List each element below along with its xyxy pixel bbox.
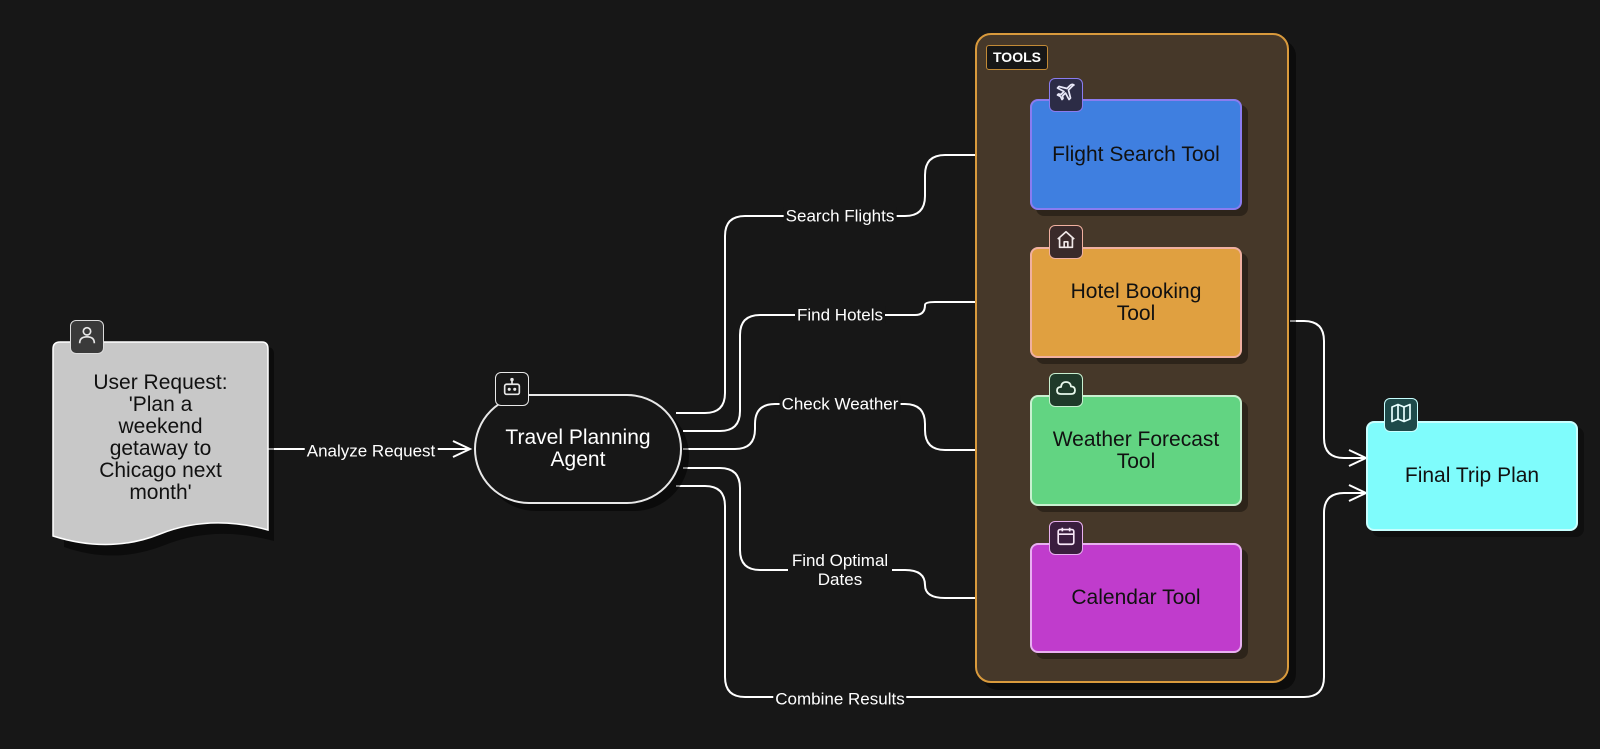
final-badge bbox=[1384, 398, 1418, 432]
plane-icon bbox=[1054, 81, 1078, 110]
travel-planning-agent-node[interactable]: Travel Planning Agent bbox=[474, 394, 682, 504]
calendar-tool-label: Calendar Tool bbox=[1071, 586, 1201, 609]
edge-combine-results bbox=[676, 484, 1369, 698]
user-request-label: User Request: 'Plan a weekend getaway to… bbox=[93, 370, 228, 504]
edge-label-search-flights: Search Flights bbox=[783, 206, 897, 226]
flight-badge bbox=[1049, 78, 1083, 112]
edge-find-hotels bbox=[683, 293, 1033, 432]
cloud-icon bbox=[1054, 376, 1078, 405]
edge-label-check-weather: Check Weather bbox=[779, 394, 901, 414]
edge-label-find-optimal-dates: Find Optimal Dates bbox=[788, 551, 892, 589]
flight-search-tool-label: Flight Search Tool bbox=[1052, 142, 1220, 166]
map-icon bbox=[1389, 401, 1413, 430]
edge-tools-to-final bbox=[1290, 320, 1369, 467]
weather-badge bbox=[1049, 373, 1083, 407]
edge-find-optimal-dates bbox=[683, 467, 1033, 607]
calendar-tool-node[interactable]: Calendar Tool bbox=[1030, 543, 1242, 653]
hotel-booking-tool-label: Hotel Booking Tool bbox=[1070, 279, 1202, 325]
user-icon bbox=[76, 324, 98, 351]
edge-label-find-hotels: Find Hotels bbox=[795, 305, 885, 325]
user-request-badge bbox=[70, 320, 104, 354]
final-trip-plan-label: Final Trip Plan bbox=[1404, 464, 1540, 487]
hotel-badge bbox=[1049, 225, 1083, 259]
edge-label-analyze-request: Analyze Request bbox=[304, 441, 438, 461]
calendar-icon bbox=[1055, 525, 1077, 552]
edge-label-combine-results: Combine Results bbox=[773, 689, 907, 709]
calendar-badge bbox=[1049, 521, 1083, 555]
user-request-node[interactable]: User Request: 'Plan a weekend getaway to… bbox=[78, 350, 243, 525]
robot-icon bbox=[501, 376, 523, 403]
house-icon bbox=[1055, 229, 1077, 256]
flight-search-tool-node[interactable]: Flight Search Tool bbox=[1030, 99, 1242, 210]
final-trip-plan-node[interactable]: Final Trip Plan bbox=[1366, 421, 1578, 531]
agent-label: Travel Planning Agent bbox=[505, 426, 651, 471]
tools-group-label: TOOLS bbox=[986, 45, 1048, 70]
weather-forecast-tool-node[interactable]: Weather Forecast Tool bbox=[1030, 395, 1242, 506]
agent-badge bbox=[495, 372, 529, 406]
weather-forecast-tool-label: Weather Forecast Tool bbox=[1052, 427, 1220, 473]
hotel-booking-tool-node[interactable]: Hotel Booking Tool bbox=[1030, 247, 1242, 358]
